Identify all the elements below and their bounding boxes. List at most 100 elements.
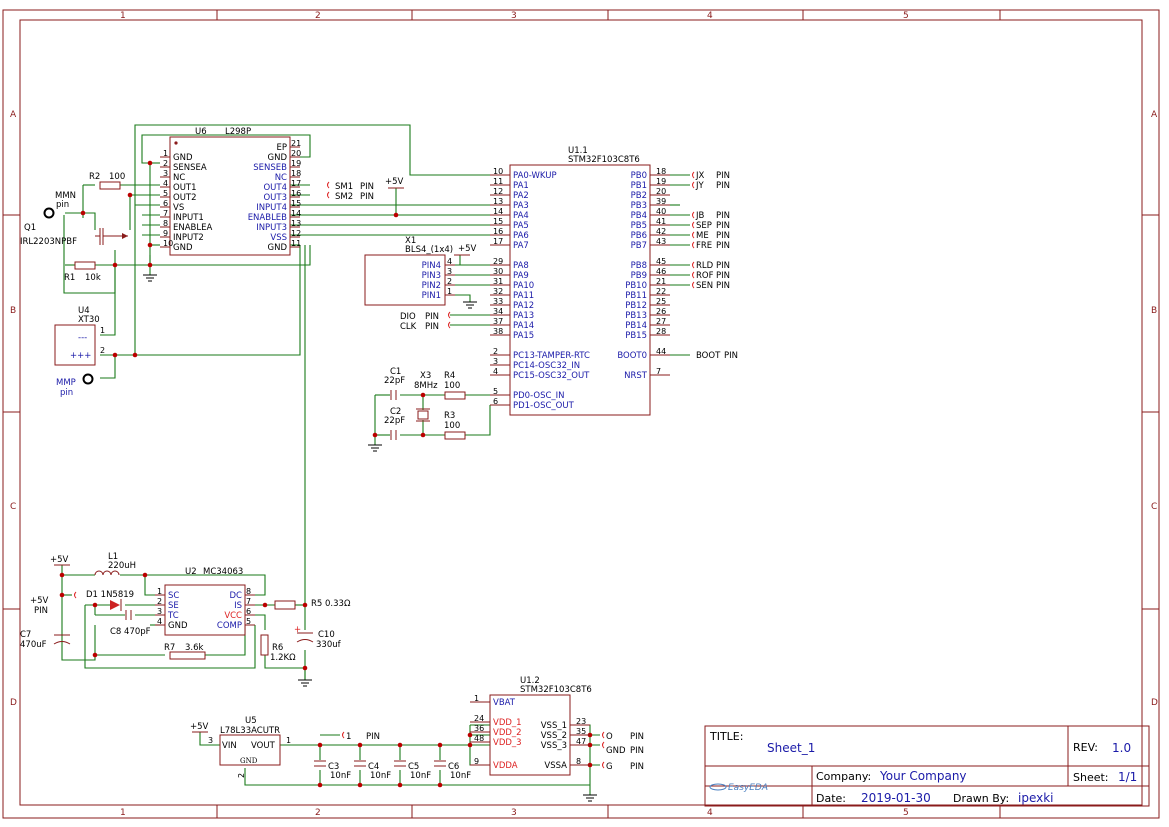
pin-label: 7: [163, 209, 168, 218]
svg-text:100: 100: [444, 421, 460, 431]
pin-label: 2: [493, 347, 498, 356]
svg-text:pin: pin: [56, 200, 69, 210]
svg-text:22pF: 22pF: [384, 416, 405, 426]
pin-label: 2: [447, 277, 452, 286]
net-label: PIN: [716, 271, 730, 281]
pin-label: 39: [656, 197, 666, 206]
svg-text:+5V: +5V: [50, 555, 69, 565]
cap-value: 10nF: [450, 771, 471, 781]
pin-label: PD1-OSC_OUT: [513, 401, 575, 411]
svg-text:PIN: PIN: [425, 312, 439, 322]
svg-text:PIN: PIN: [360, 192, 374, 202]
pin-label: SC: [168, 591, 179, 601]
pin-label: VDD_3: [493, 738, 522, 748]
svg-text:Your Company: Your Company: [879, 769, 967, 783]
pin-label: PA12: [513, 301, 534, 311]
pin-label: 8: [246, 587, 251, 596]
svg-text:2: 2: [237, 773, 246, 778]
pin-label: PIN4: [422, 261, 441, 271]
pin-label: 35: [576, 727, 586, 736]
u4-xt30: U4 XT30 --- +++ 1 2: [54, 306, 105, 366]
net-label: SEP: [696, 221, 712, 231]
pin-label: 11: [291, 239, 301, 248]
u5-regulator: U5 L78L33ACUTR VIN VOUT GND 3 1 2: [208, 716, 291, 778]
cap-label: C5: [408, 762, 419, 772]
svg-text:U4: U4: [78, 306, 90, 316]
pin-label: TC: [167, 611, 179, 621]
svg-text:VOUT: VOUT: [251, 741, 276, 751]
frame-col-label: 5: [903, 11, 909, 21]
pin-label: PB7: [631, 241, 647, 251]
junctions: [59, 160, 593, 788]
svg-text:SM1: SM1: [335, 182, 353, 192]
svg-text:+: +: [294, 625, 301, 635]
pin-label: NC: [275, 173, 287, 183]
frame-row-label: A: [1151, 110, 1158, 120]
mmp-pin: MMP pin: [56, 373, 94, 398]
pin-label: PD0-OSC_IN: [513, 391, 565, 401]
frame-col-label: 1: [120, 808, 126, 818]
svg-text:220uH: 220uH: [108, 561, 136, 571]
pin-label: 24: [474, 714, 484, 723]
pin-label: 44: [656, 347, 666, 356]
pin-label: PB12: [625, 301, 647, 311]
pin-label: 32: [493, 287, 503, 296]
svg-text:+++: +++: [70, 351, 91, 361]
svg-text:X1: X1: [405, 236, 416, 246]
svg-text:330uf: 330uf: [316, 640, 342, 650]
cap-value: 10nF: [410, 771, 431, 781]
svg-text:1: 1: [346, 732, 351, 742]
pin-label: 4: [447, 257, 452, 266]
svg-text:L1: L1: [108, 552, 118, 562]
svg-text:U6: U6: [195, 127, 207, 137]
mmn-pin: MMN pin: [43, 191, 76, 219]
svg-text:L78L33ACUTR: L78L33ACUTR: [220, 726, 280, 736]
svg-text:IRL2203NPBF: IRL2203NPBF: [20, 237, 77, 247]
net-label: PIN: [716, 241, 730, 251]
cap-label: C3: [328, 762, 339, 772]
pin-label: 1: [157, 587, 162, 596]
pin-label: 25: [656, 297, 666, 306]
net-label: PIN: [716, 221, 730, 231]
svg-text:470uF: 470uF: [20, 640, 47, 650]
cap-label: C6: [448, 762, 459, 772]
pin-label: 7: [656, 367, 661, 376]
pin-label: PIN1: [422, 291, 441, 301]
pin-label: PA2: [513, 191, 529, 201]
svg-text:2019-01-30: 2019-01-30: [861, 791, 931, 805]
pin-label: SENSEA: [173, 163, 207, 173]
sheet-frame: [2, 9, 1160, 819]
title-block: TITLE: Sheet_1 REV: 1.0 Company: Your Co…: [704, 725, 1150, 807]
pin-label: GND: [268, 243, 288, 253]
pin-label: PIN2: [422, 281, 441, 291]
svg-text:PIN: PIN: [630, 746, 644, 756]
pin-label: 9: [474, 757, 479, 766]
frame-row-label: C: [1151, 502, 1157, 512]
pin-label: OUT1: [173, 183, 197, 193]
net-label: PIN: [716, 211, 730, 221]
pin-label: 1: [163, 149, 168, 158]
svg-text:R4: R4: [444, 371, 455, 381]
svg-text:---: ---: [78, 333, 87, 343]
pin-label: 1: [474, 694, 479, 703]
pin-label: SENSEB: [253, 163, 287, 173]
pin-label: PA0-WKUP: [513, 171, 557, 181]
pin-label: 40: [656, 207, 666, 216]
svg-text:C8 470pF: C8 470pF: [110, 627, 151, 637]
pin-label: 4: [493, 367, 498, 376]
pin-label: 2: [163, 159, 168, 168]
pin-label: PC15-OSC32_OUT: [513, 371, 590, 381]
pin-label: 6: [163, 199, 168, 208]
pin-label: 14: [291, 209, 301, 218]
pin-label: 16: [493, 227, 503, 236]
pin-label: 2: [157, 597, 162, 606]
pin-label: BOOT0: [617, 351, 647, 361]
svg-text:R1: R1: [64, 273, 75, 283]
pin-label: 4: [163, 179, 168, 188]
pin-label: COMP: [217, 621, 242, 631]
pin-label: OUT4: [263, 183, 287, 193]
svg-text:SM2: SM2: [335, 192, 353, 202]
